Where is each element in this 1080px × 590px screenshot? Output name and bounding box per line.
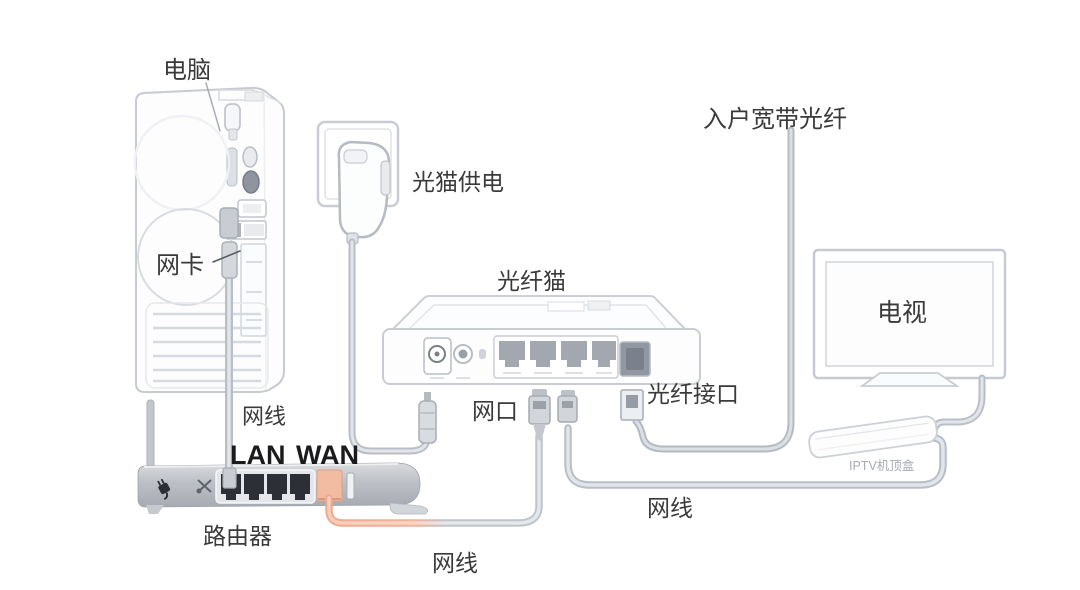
computer-vga-inner	[243, 204, 261, 213]
tv-to-stb-cable	[931, 374, 986, 432]
router-switch-icon	[196, 479, 212, 494]
pc-cable-plug	[222, 467, 237, 489]
modem-power-jack-ring	[428, 345, 446, 363]
label-incoming-fiber: 入户宽带光纤	[703, 106, 847, 133]
modem-top-sticker	[547, 301, 585, 312]
power-cable	[348, 238, 437, 455]
router-top-highlight	[143, 463, 399, 468]
stb-front-line	[819, 433, 929, 451]
computer-vent-frame	[145, 302, 269, 389]
router-foot-right	[389, 502, 428, 515]
modem-power-jack-pin	[434, 351, 440, 357]
nic-leader	[212, 250, 241, 263]
modem-fiber-port-inner	[626, 348, 644, 370]
iptv-stb	[808, 415, 938, 459]
dc-plug-tip	[424, 392, 431, 403]
router	[137, 399, 428, 515]
label-fiber-port: 光纤接口	[647, 382, 739, 407]
computer-top-vent2	[244, 91, 264, 102]
cables	[219, 126, 986, 527]
modem-lan-ports	[499, 341, 616, 367]
leader-lines	[205, 82, 241, 263]
label-cable-computer: 网线	[242, 404, 286, 429]
computer-leader	[205, 82, 221, 132]
computer-serial-port	[242, 170, 260, 194]
modem-port-labels	[430, 372, 612, 379]
modem-top-inner	[409, 304, 667, 329]
modem-wps-dot	[479, 349, 486, 359]
dc-plug-body	[418, 400, 437, 444]
computer-io-light	[244, 224, 264, 236]
label-wan: WAN	[296, 440, 359, 470]
modem-lan-plug2	[557, 395, 578, 423]
label-cable-iptv: 网线	[647, 496, 693, 521]
computer-panel-line	[263, 92, 267, 391]
network-card-bracket	[240, 243, 267, 337]
incoming-fiber-cable	[620, 126, 795, 453]
label-modem-power: 光猫供电	[412, 170, 504, 195]
router-power-icon	[157, 478, 171, 500]
label-tv: 电视	[877, 299, 927, 327]
router-foot-left	[146, 505, 164, 514]
label-lan: LAN	[230, 440, 286, 470]
tv-screen	[825, 261, 994, 367]
modem-lan-plug1	[528, 395, 551, 425]
power-socket-adapter	[316, 120, 400, 245]
wan-to-modem-cable	[325, 389, 551, 527]
router-slot	[346, 472, 355, 500]
power-adapter-tab	[380, 160, 391, 196]
tv-stand	[859, 372, 960, 387]
optical-modem	[382, 295, 701, 385]
label-modem: 光纤猫	[497, 269, 566, 294]
computer-power-port	[224, 103, 241, 132]
pc-to-router-cable	[219, 207, 239, 489]
computer-case	[135, 86, 285, 393]
power-adapter-label	[343, 149, 368, 164]
modem-to-stb-cable	[557, 390, 947, 489]
label-computer: 电脑	[163, 57, 211, 84]
modem-reset-inner	[458, 349, 468, 359]
tv	[812, 248, 1007, 387]
computer-power-stem	[228, 128, 238, 141]
router-antenna	[146, 399, 155, 469]
label-lan-port: 网口	[472, 399, 518, 424]
stb-top-edge	[815, 422, 929, 440]
label-router: 路由器	[203, 524, 272, 549]
computer-vent-lines	[153, 312, 261, 383]
computer-ps2-port	[242, 146, 258, 168]
computer-tower	[133, 86, 285, 393]
modem-top-lid	[389, 295, 689, 331]
computer-case-bevel	[251, 88, 282, 104]
modem-top-sticker2	[587, 300, 611, 311]
label-cable-wan: 网线	[432, 551, 478, 576]
label-stb: IPTV机顶盒	[849, 458, 915, 473]
labels: 电脑 网卡 光猫供电 光纤猫 入户宽带光纤 电视 光纤接口 网口 网线 LAN …	[156, 57, 927, 576]
label-nic: 网卡	[156, 252, 204, 279]
